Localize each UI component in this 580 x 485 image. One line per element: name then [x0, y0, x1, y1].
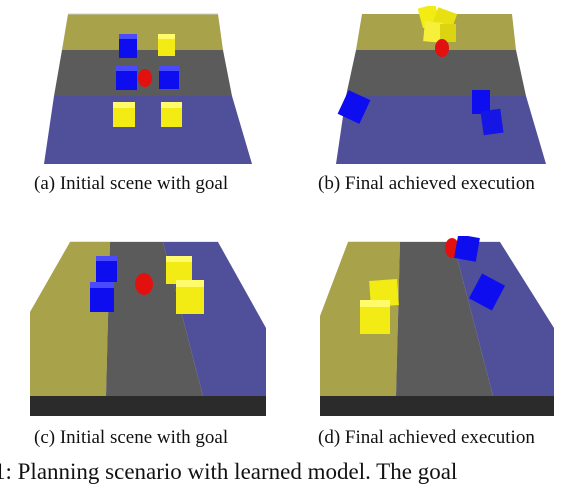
blue-cube — [472, 90, 490, 114]
caption-b: (b) Final achieved execution — [318, 173, 535, 194]
blue-cube — [96, 256, 117, 282]
blue-cube — [454, 236, 480, 262]
yellow-cube — [360, 300, 390, 334]
blue-cube — [159, 66, 179, 89]
gray-zone — [396, 242, 493, 396]
caption-c: (c) Initial scene with goal — [34, 427, 229, 448]
yellow-cube — [158, 34, 175, 56]
caption-d: (d) Final achieved execution — [318, 427, 535, 448]
yellow-cube — [166, 256, 192, 284]
gray-zone — [106, 242, 203, 396]
panel-d-image — [318, 236, 562, 422]
yellow-cube-cluster — [417, 6, 458, 43]
blue-zone — [44, 96, 252, 164]
table-edge — [30, 396, 266, 416]
blue-cube — [119, 34, 137, 58]
caption-a: (a) Initial scene with goal — [34, 173, 229, 194]
yellow-cube — [113, 102, 135, 127]
blue-cube — [468, 273, 506, 311]
panel-a-image — [40, 6, 270, 171]
blue-zone — [453, 242, 554, 396]
goal-ball — [135, 273, 153, 295]
gray-zone — [346, 50, 526, 96]
blue-cube — [116, 66, 137, 90]
yellow-cube — [161, 102, 182, 127]
blue-cube — [480, 108, 504, 136]
yellow-zone — [30, 242, 110, 396]
yellow-zone — [62, 14, 223, 50]
yellow-cube — [369, 279, 399, 307]
blue-cube — [337, 90, 371, 124]
panel-b-image — [330, 6, 560, 171]
panel-c-image — [28, 236, 272, 422]
goal-ball — [138, 69, 152, 87]
yellow-cube — [176, 280, 204, 314]
blue-cube — [90, 282, 114, 312]
goal-ball — [435, 39, 449, 57]
table-edge — [320, 396, 554, 416]
figure-caption: 1: Planning scenario with learned model.… — [0, 459, 458, 484]
